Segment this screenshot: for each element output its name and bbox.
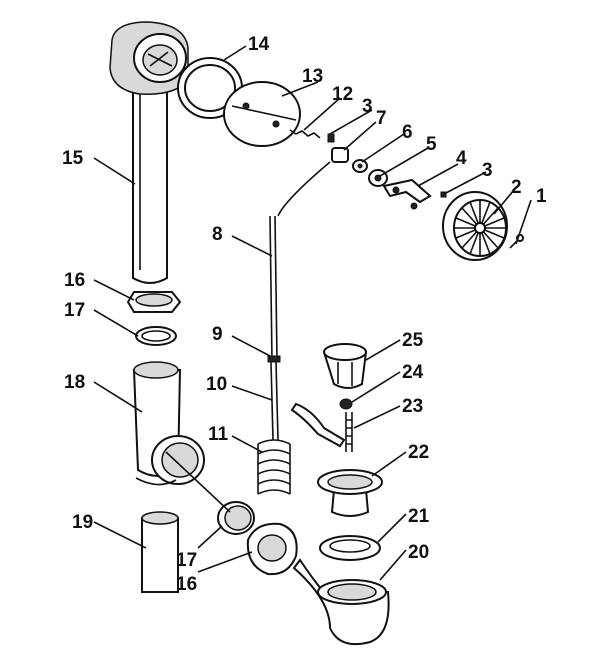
label-part-20: 20 xyxy=(408,542,429,563)
label-part-24: 24 xyxy=(402,362,424,383)
part-23-bolt xyxy=(290,402,353,452)
part-21-gasket xyxy=(319,535,381,561)
part-6-washer xyxy=(352,159,368,173)
label-part-10: 10 xyxy=(206,374,227,395)
label-part-23: 23 xyxy=(402,396,423,417)
part-11-coil-spring xyxy=(257,439,291,495)
part-24-nut xyxy=(339,398,353,410)
part-10-rod xyxy=(270,361,279,441)
part-3-screw xyxy=(327,133,335,143)
part-5-washer xyxy=(368,169,388,187)
label-part-19: 19 xyxy=(72,512,93,533)
part-labels: 1 2 3 4 5 6 7 3 12 13 14 15 16 17 18 19 … xyxy=(62,34,547,595)
label-part-11: 11 xyxy=(208,424,229,445)
label-part-16: 16 xyxy=(64,270,85,291)
label-part-21: 21 xyxy=(408,506,430,527)
part-15-overflow-tube xyxy=(109,21,189,284)
label-part-15: 15 xyxy=(62,148,84,169)
label-part-18: 18 xyxy=(64,372,85,393)
part-19-tailpiece xyxy=(141,511,179,593)
label-part-1: 1 xyxy=(536,186,547,207)
label-part-13: 13 xyxy=(302,66,323,87)
part-25-stopper xyxy=(322,343,368,389)
part-3b-screw xyxy=(440,191,447,198)
label-part-14: 14 xyxy=(248,34,270,55)
part-12-spring xyxy=(289,129,321,139)
part-1-screw xyxy=(509,234,524,249)
label-part-12: 12 xyxy=(332,84,353,105)
label-part-17b: 17 xyxy=(176,550,197,571)
part-8-lift-rod xyxy=(269,161,331,361)
part-13-overflow-plate xyxy=(223,81,301,147)
part-17b-washer xyxy=(217,501,255,535)
label-part-2: 2 xyxy=(511,177,522,198)
label-part-8: 8 xyxy=(212,224,223,245)
part-16b-nut xyxy=(246,522,298,576)
label-part-5: 5 xyxy=(426,134,437,155)
label-part-7: 7 xyxy=(376,108,387,129)
part-2-strainer xyxy=(442,191,508,261)
label-part-3: 3 xyxy=(482,160,493,181)
leader-lines xyxy=(93,45,532,581)
part-20-trap xyxy=(292,558,390,646)
label-part-3b: 3 xyxy=(362,96,373,117)
label-part-4: 4 xyxy=(456,148,467,169)
label-part-25: 25 xyxy=(402,330,424,351)
label-part-16b: 16 xyxy=(176,574,197,595)
part-4-linkage xyxy=(382,178,432,210)
part-18-tee xyxy=(132,361,205,486)
label-part-6: 6 xyxy=(402,122,413,143)
part-7-nut xyxy=(331,147,349,163)
part-22-drain-body xyxy=(317,469,383,517)
label-part-17: 17 xyxy=(64,300,85,321)
label-part-22: 22 xyxy=(408,442,429,463)
part-9-connector xyxy=(267,355,281,363)
part-14-gasket xyxy=(177,57,243,119)
part-17-washer xyxy=(135,326,177,346)
part-16-slip-nut xyxy=(126,291,182,313)
label-part-9: 9 xyxy=(212,324,223,345)
